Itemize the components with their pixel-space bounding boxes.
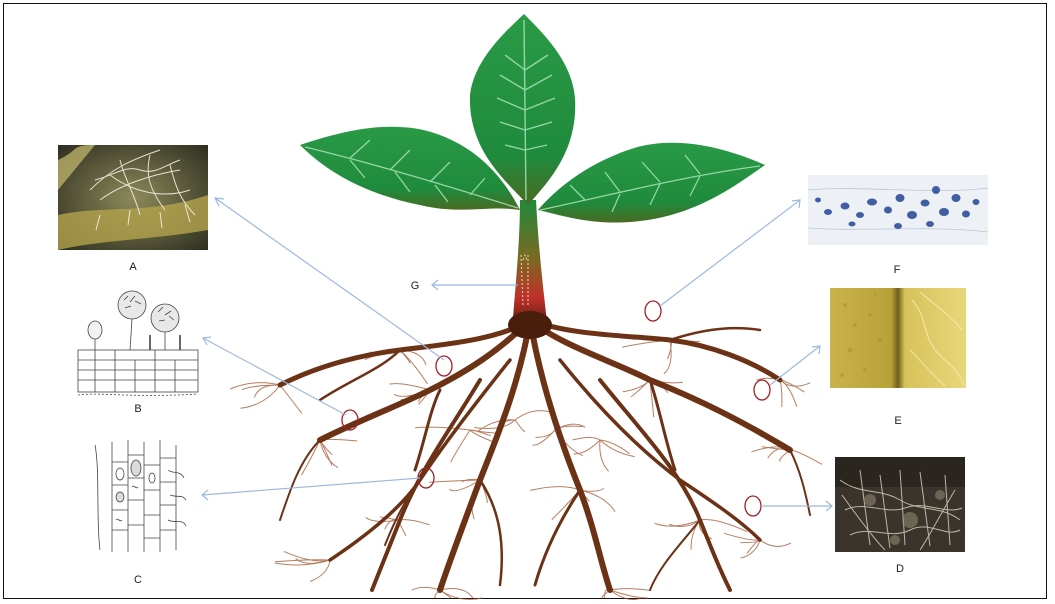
panel-e-micrograph: E (830, 288, 966, 427)
fine-root-branch (600, 440, 635, 457)
fine-root-branch (664, 340, 671, 374)
arrow-f (660, 200, 800, 306)
main-roots (280, 320, 810, 590)
fine-root-branch (415, 427, 470, 430)
label-d: D (896, 563, 904, 575)
label-c: C (134, 574, 142, 586)
arrow-b (203, 338, 346, 415)
label-a: A (129, 261, 137, 273)
fine-root-branch (390, 384, 430, 390)
fine-root-branch (580, 489, 604, 492)
arrow-a (215, 198, 444, 360)
fine-root-branch (515, 411, 553, 420)
plant-leaves (300, 14, 765, 223)
marker-d (745, 496, 761, 516)
marker-e (754, 380, 770, 400)
fine-root-branch (655, 520, 700, 526)
fine-root-branch (623, 380, 650, 392)
fine-root-branch (600, 440, 609, 471)
arrow-e (770, 346, 820, 385)
marker-a (436, 356, 452, 376)
fine-root-branch (780, 380, 782, 407)
fine-root-branch (429, 480, 480, 482)
fine-root-branch (515, 420, 524, 432)
label-b: B (134, 403, 141, 415)
stem (508, 200, 552, 339)
fine-root-branch (573, 438, 600, 440)
fine-root-branch (302, 440, 321, 475)
panel-c-cortex-cells-drawing: C (95, 440, 186, 586)
label-g: G (411, 280, 420, 292)
fine-root-branch (600, 440, 630, 454)
panel-d-root-mycelium-photo: D (835, 457, 965, 575)
leaf-right (538, 143, 765, 223)
panel-b-sporocarp-drawing: B (78, 291, 198, 415)
marker-f (645, 301, 661, 321)
fine-roots (230, 340, 822, 600)
fine-root-branch (400, 520, 430, 525)
fine-root-branch (760, 540, 791, 546)
fine-root-branch (474, 420, 515, 429)
arrow-c (202, 478, 420, 495)
fine-root-branch (230, 383, 280, 389)
label-f: F (894, 264, 901, 276)
fine-root-branch (254, 385, 280, 398)
panel-f-stained-spores: F (808, 175, 988, 276)
fine-root-branch (574, 440, 600, 454)
fine-root-branch (400, 350, 426, 365)
fine-root-branch (477, 420, 515, 432)
panel-a-hyphae-photo: A (58, 145, 208, 273)
root-system (230, 320, 822, 600)
pointer-arrows (202, 198, 832, 511)
label-e: E (894, 415, 901, 427)
fine-root-branch (780, 380, 797, 407)
fine-root-branch (610, 589, 651, 591)
fine-root-branch (530, 487, 580, 491)
fine-root-branch (412, 587, 440, 590)
